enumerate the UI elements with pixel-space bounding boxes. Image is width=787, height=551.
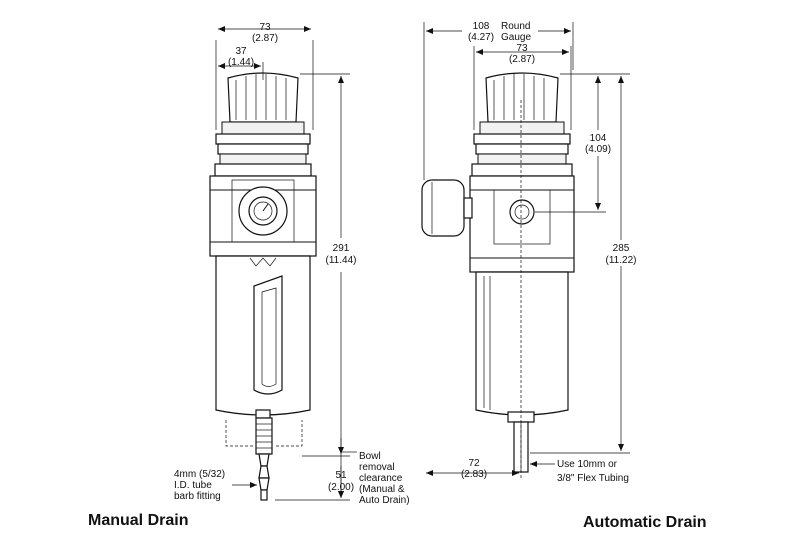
- manual-half-width-in: (1.44): [228, 57, 254, 68]
- bowl-clearance-outline: [225, 420, 303, 447]
- drain-offset-dimension: 72 (2.83): [426, 458, 519, 480]
- gauge-width-dimension: 108 (4.27) Round Gauge: [423, 21, 574, 180]
- bowl-removal-note: Bowl removal clearance (Manual & Auto Dr…: [341, 451, 410, 506]
- flex-tubing-note: Use 10mm or 3/8" Flex Tubing: [530, 459, 629, 484]
- automatic-drain-unit: 108 (4.27) Round Gauge 73 (2.87) 104 (4.…: [421, 21, 707, 531]
- drain-offset-in: (2.83): [461, 469, 487, 480]
- auto-width-mm: 73: [516, 43, 528, 54]
- auto-regulator-body: [469, 175, 575, 273]
- auto-height-in: (11.22): [606, 255, 637, 266]
- tube-fitting-note: 4mm (5/32) I.D. tube barb fitting: [174, 469, 257, 502]
- adjustment-knob: [214, 72, 312, 177]
- tubing-note-line-2: 3/8" Flex Tubing: [557, 473, 629, 484]
- auto-height-mm: 285: [613, 243, 630, 254]
- tube-note-line-3: barb fitting: [174, 491, 221, 502]
- tubing-note-line-1: Use 10mm or: [557, 459, 618, 470]
- clearance-mm: 51: [335, 470, 347, 481]
- auto-height-dimension: 285 (11.22): [530, 73, 637, 454]
- bowl-clearance-dimension: 51 (2.00): [302, 438, 354, 498]
- round-gauge-side: [421, 179, 473, 237]
- port-height-mm: 104: [590, 133, 607, 144]
- bowl-note-line-3: clearance: [359, 473, 403, 484]
- drain-offset-mm: 72: [468, 458, 480, 469]
- manual-width-in: (2.87): [252, 33, 278, 44]
- tube-note-line-1: 4mm (5/32): [174, 469, 225, 480]
- automatic-drain-caption: Automatic Drain: [583, 514, 707, 531]
- manual-height-in: (11.44): [326, 255, 357, 266]
- port-height-in: (4.09): [585, 144, 611, 155]
- gauge-label-round: Round: [501, 21, 530, 32]
- manual-drain-unit: 73 (2.87) 37 (1.44) 291 (11.44) 51 (2.00…: [88, 22, 410, 529]
- clearance-in: (2.00): [328, 482, 354, 493]
- pressure-gauge: [238, 186, 288, 236]
- auto-adjustment-knob: [471, 72, 573, 177]
- manual-height-mm: 291: [333, 243, 350, 254]
- bowl-note-line-4: (Manual &: [359, 484, 405, 495]
- manual-half-width-dimension: 37 (1.44): [218, 46, 264, 80]
- bowl-note-line-2: removal: [359, 462, 395, 473]
- auto-width-dimension: 73 (2.87): [473, 43, 572, 130]
- manual-drain-caption: Manual Drain: [88, 512, 188, 529]
- manual-width-mm: 73: [259, 22, 271, 33]
- manual-drain-fitting: [255, 417, 273, 501]
- manual-half-width-mm: 37: [235, 46, 247, 57]
- bowl-note-line-5: Auto Drain): [359, 495, 410, 506]
- filter-bowl: [215, 255, 311, 419]
- gauge-label-gauge: Gauge: [501, 32, 531, 43]
- manual-width-dimension: 73 (2.87): [215, 22, 314, 130]
- gauge-width-in: (4.27): [468, 32, 494, 43]
- auto-width-in: (2.87): [509, 54, 535, 65]
- auto-filter-bowl: [475, 271, 569, 423]
- bowl-note-line-1: Bowl: [359, 451, 381, 462]
- gauge-width-mm: 108: [473, 21, 490, 32]
- tube-note-line-2: I.D. tube: [174, 480, 212, 491]
- port-height-dimension: 104 (4.09): [535, 73, 611, 213]
- manual-height-dimension: 291 (11.44): [275, 73, 357, 501]
